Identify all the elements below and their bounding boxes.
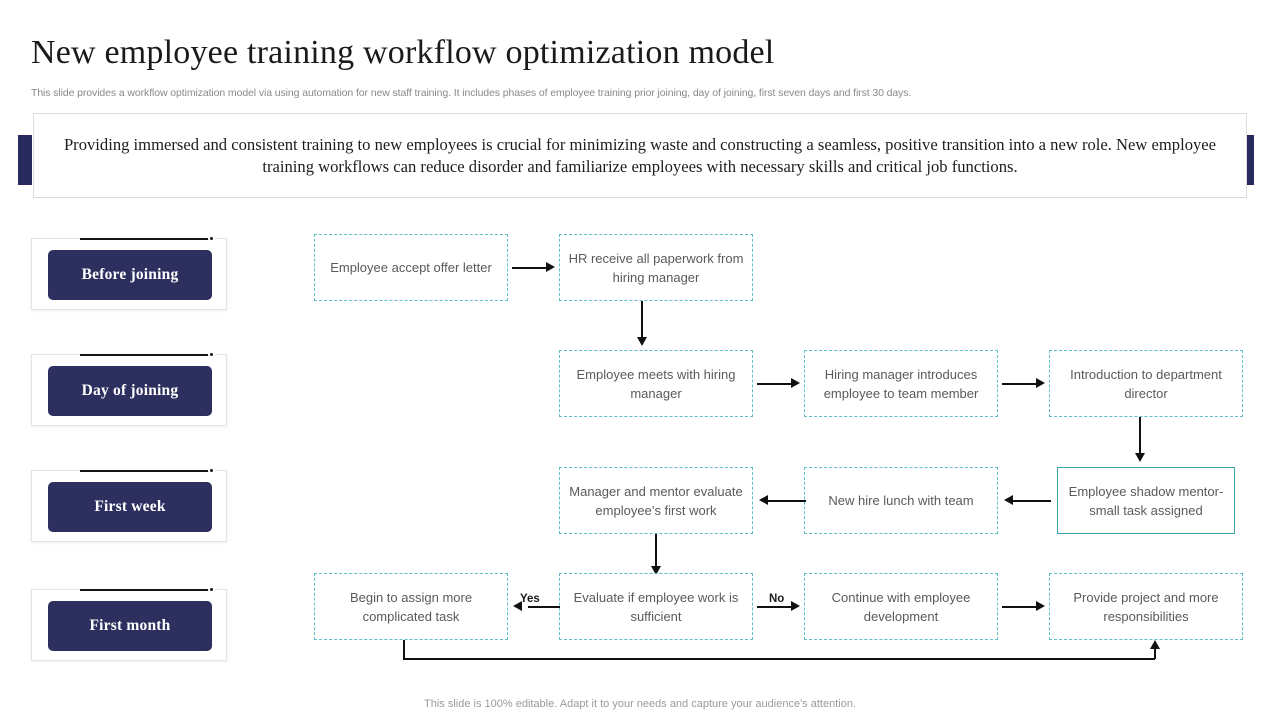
flow-node-hr-receive-paperwork[interactable]: HR receive all paperwork from hiring man…: [559, 234, 753, 301]
connector-n2-n3: [641, 301, 643, 341]
flow-node-new-hire-lunch[interactable]: New hire lunch with team: [804, 467, 998, 534]
arrowhead-n4-n5: [1036, 378, 1045, 388]
flow-node-hiring-manager-introduces[interactable]: Hiring manager introduces employee to te…: [804, 350, 998, 417]
edge-label-no: No: [769, 593, 785, 605]
connector-loop-down: [403, 640, 405, 660]
phase-tick-line: [80, 470, 212, 472]
connector-n11-n12: [1002, 606, 1037, 608]
arrowhead-n3-n4: [791, 378, 800, 388]
phase-tick-line: [80, 354, 212, 356]
arrowhead-n8-n7: [1004, 495, 1013, 505]
phase-tick-line: [80, 238, 212, 240]
flow-node-employee-meets-hiring-manager[interactable]: Employee meets with hiring manager: [559, 350, 753, 417]
phase-card-first-month[interactable]: First month: [31, 586, 227, 661]
connector-n3-n4: [757, 383, 792, 385]
phase-tick-dot-icon: [208, 467, 215, 474]
connector-loop-up: [1154, 648, 1156, 659]
flow-node-employee-shadow-mentor[interactable]: Employee shadow mentor- small task assig…: [1057, 467, 1235, 534]
flow-node-evaluate-work-sufficient[interactable]: Evaluate if employee work is sufficient: [559, 573, 753, 640]
flow-node-introduction-department-director[interactable]: Introduction to department director: [1049, 350, 1243, 417]
banner-box: Providing immersed and consistent traini…: [33, 113, 1247, 198]
edge-label-yes: Yes: [520, 593, 540, 605]
phase-tick-dot-icon: [208, 235, 215, 242]
phase-card-before-joining[interactable]: Before joining: [31, 235, 227, 310]
banner-accent-bar-left: [18, 135, 32, 185]
banner-text: Providing immersed and consistent traini…: [63, 134, 1217, 176]
connector-loop-across: [403, 658, 1155, 660]
page-title: New employee training workflow optimizat…: [31, 34, 775, 71]
callout-banner: Providing immersed and consistent traini…: [0, 113, 1280, 205]
arrowhead-n10-n9: [513, 601, 522, 611]
arrowhead-loop-into-n12: [1150, 640, 1160, 649]
connector-n5-n8: [1139, 417, 1141, 457]
connector-n10-n11-no: [757, 606, 792, 608]
page-subtitle: This slide provides a workflow optimizat…: [31, 87, 912, 99]
phase-tick-line: [80, 589, 212, 591]
flow-node-employee-accept-offer-letter[interactable]: Employee accept offer letter: [314, 234, 508, 301]
flow-node-continue-employee-development[interactable]: Continue with employee development: [804, 573, 998, 640]
phase-label-first-month: First month: [48, 601, 212, 651]
arrowhead-n5-n8: [1135, 453, 1145, 462]
connector-n10-n9-yes: [528, 606, 560, 608]
footer-note: This slide is 100% editable. Adapt it to…: [424, 698, 856, 710]
phase-label-first-week: First week: [48, 482, 212, 532]
phase-card-first-week[interactable]: First week: [31, 467, 227, 542]
connector-n1-n2: [512, 267, 547, 269]
phase-tick-dot-icon: [208, 586, 215, 593]
phase-tick-dot-icon: [208, 351, 215, 358]
phase-card-day-of-joining[interactable]: Day of joining: [31, 351, 227, 426]
phase-label-before-joining: Before joining: [48, 250, 212, 300]
connector-n6-n10: [655, 534, 657, 570]
connector-n7-n6: [766, 500, 806, 502]
arrowhead-n10-n11: [791, 601, 800, 611]
phase-label-day-of-joining: Day of joining: [48, 366, 212, 416]
arrowhead-n2-n3: [637, 337, 647, 346]
arrowhead-n11-n12: [1036, 601, 1045, 611]
arrowhead-n7-n6: [759, 495, 768, 505]
flow-node-provide-project-responsibilities[interactable]: Provide project and more responsibilitie…: [1049, 573, 1243, 640]
arrowhead-n6-n10: [651, 566, 661, 575]
flow-node-begin-assign-complicated-task[interactable]: Begin to assign more complicated task: [314, 573, 508, 640]
flow-node-manager-mentor-evaluate[interactable]: Manager and mentor evaluate employee’s f…: [559, 467, 753, 534]
arrowhead-n1-n2: [546, 262, 555, 272]
connector-n4-n5: [1002, 383, 1037, 385]
connector-n8-n7: [1011, 500, 1051, 502]
